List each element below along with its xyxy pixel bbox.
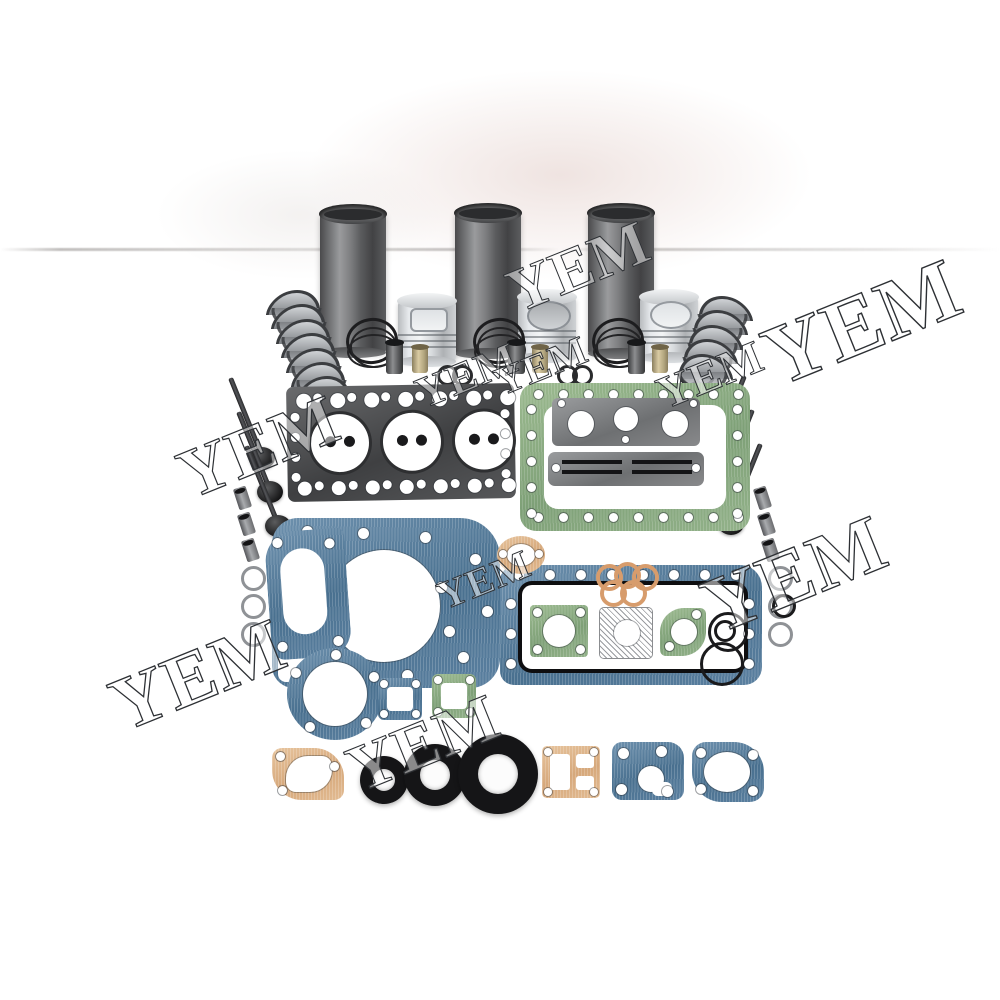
o-ring <box>714 620 736 642</box>
o-ring <box>700 642 744 686</box>
crankshaft-oil-seal <box>404 744 466 806</box>
small-cover-gasket <box>378 678 422 720</box>
o-ring <box>772 594 796 618</box>
cylinder-head-gasket <box>286 383 516 502</box>
crankshaft-oil-seal <box>360 756 408 804</box>
shim-washer <box>241 566 266 591</box>
piston-pin <box>627 339 646 374</box>
cylinder-liner <box>454 203 522 359</box>
piston-pin-bushing <box>411 344 429 373</box>
oil-strainer-screen <box>600 608 652 658</box>
crankshaft-oil-seal <box>458 734 538 814</box>
shim-washer <box>241 622 266 647</box>
shim-washer <box>241 594 266 619</box>
water-outlet-gasket <box>692 742 764 802</box>
intake-manifold-gasket <box>552 398 700 446</box>
water-pump-gasket <box>530 605 588 657</box>
piston-pin <box>507 339 526 374</box>
small-cover-gasket <box>432 674 476 718</box>
crankcase-side-gasket <box>263 527 353 661</box>
copper-sealing-washer <box>620 580 647 607</box>
shim-washer <box>768 566 793 591</box>
piston-pin-bushing <box>531 344 549 373</box>
shim-washer <box>768 622 793 647</box>
exhaust-elbow-gasket <box>272 748 344 800</box>
oil-pump-cover-gasket <box>287 648 383 740</box>
fuel-pump-gasket <box>497 536 545 574</box>
piston <box>639 289 699 363</box>
thermostat-gasket <box>660 608 706 656</box>
cylinder-liner <box>319 204 387 358</box>
exhaust-manifold-gasket <box>548 452 704 486</box>
oil-pump-body-gasket <box>612 742 684 800</box>
injector-cover-gasket <box>542 746 600 798</box>
piston-pin-bushing <box>651 344 669 373</box>
piston-pin <box>385 339 404 374</box>
